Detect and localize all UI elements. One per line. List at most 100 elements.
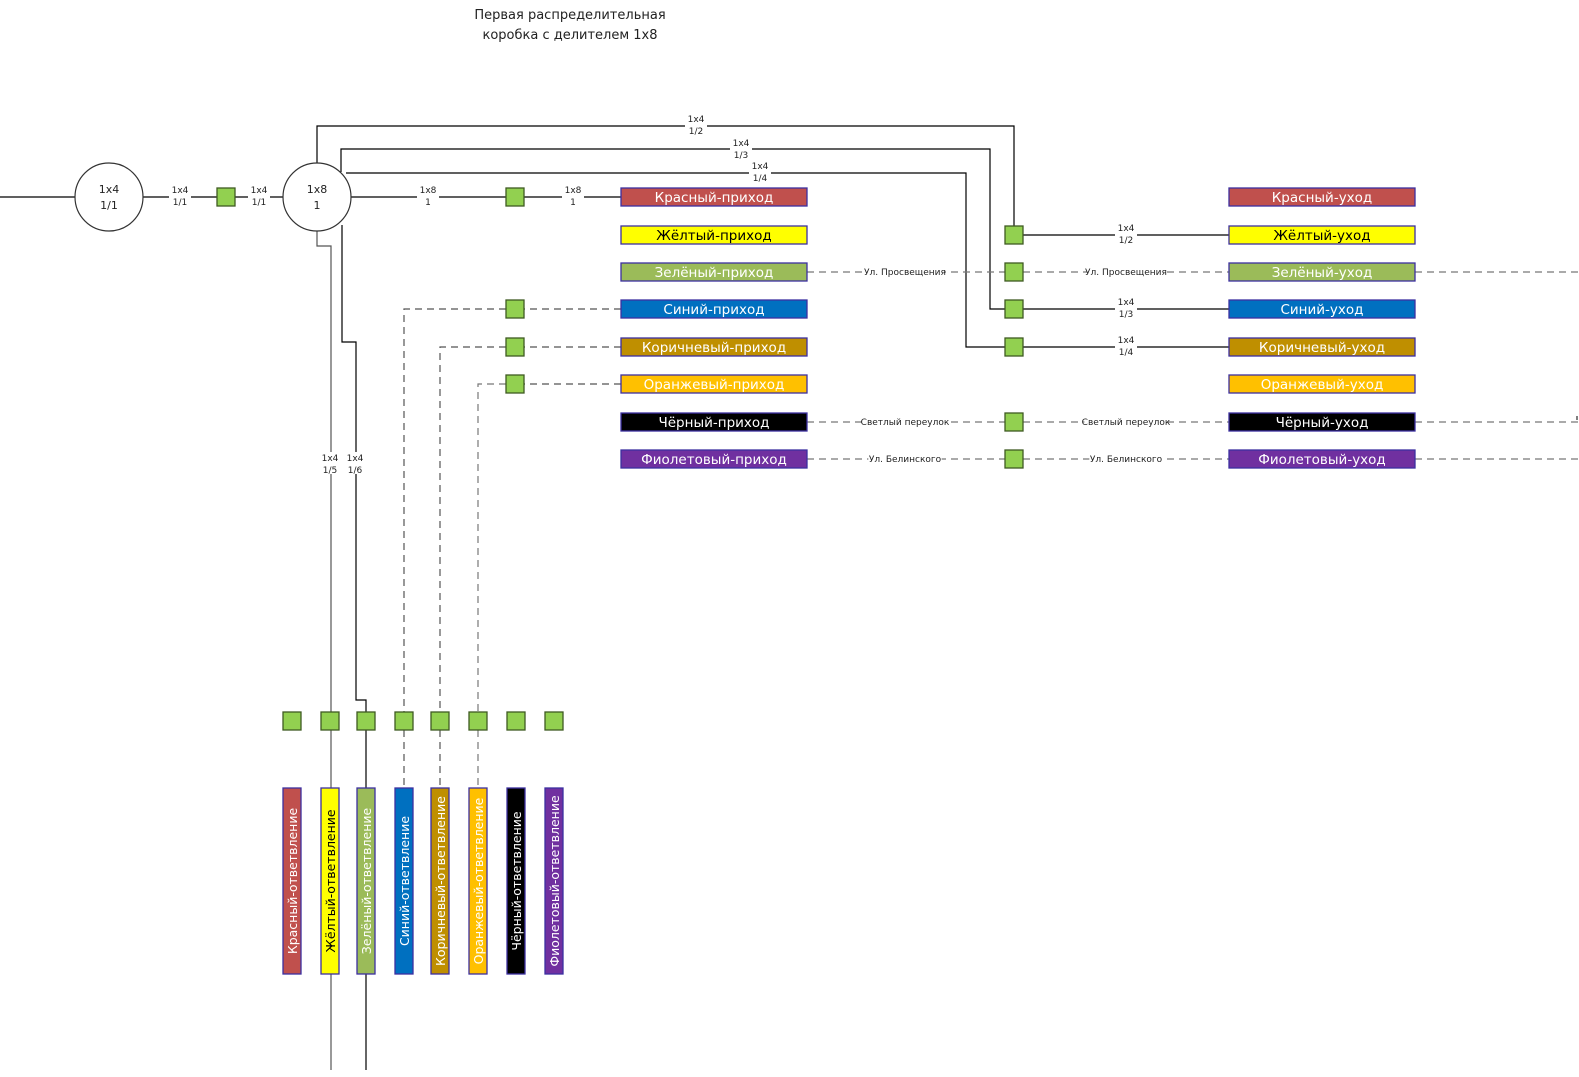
link-label-in-a-bg [169,184,191,206]
street-label-green-right-bg [1086,267,1166,279]
incoming-fiber-2-fill [620,262,808,282]
splice-connector-mid-4[interactable] [1004,337,1024,357]
incoming-fiber-0[interactable]: Красный-приход [620,187,808,207]
outgoing-fiber-1-fill [1228,225,1416,245]
link-label-right-4-type: 1x4 [1118,336,1135,346]
splice-connector-mid-7[interactable] [1004,449,1024,469]
title-line-2: коробка с делителем 1х8 [482,28,658,43]
link-label-in-a-type: 1x4 [172,186,189,196]
outgoing-fiber-1[interactable]: Жёлтый-уход [1228,225,1416,245]
branch-fiber-5-label: Оранжевый-ответвление [471,797,486,964]
link-label-in-b-type: 1x4 [251,186,268,196]
splice-connector-mid-1[interactable] [1004,225,1024,245]
branch-fiber-4-label: Коричневый-ответвление [433,796,448,966]
incoming-fiber-6-label: Чёрный-приход [658,415,769,431]
orange-branch-dashed [477,383,506,712]
link-labels: 1x41/11x41/11x811x811x41/21x41/31x41/41x… [169,113,1171,476]
splice-connector-branch-6[interactable] [506,711,526,731]
street-label-violet-left-bg [868,454,942,466]
outgoing-fiber-5-fill [1228,374,1416,394]
cable-to-blue-out [340,148,1005,310]
incoming-fiber-0-label: Красный-приход [655,190,774,206]
link-label-right-4-bg [1115,334,1137,356]
link-label-out-b-port: 1 [570,198,576,208]
outgoing-fiber-5[interactable]: Оранжевый-уход [1228,374,1416,394]
branch-fiber-6[interactable]: Чёрный-ответвление [506,787,526,975]
outgoing-fiber-3-fill [1228,299,1416,319]
incoming-fiber-2-label: Зелёный-приход [655,265,774,281]
splice-connector-branch-4[interactable] [430,711,450,731]
outgoing-fiber-2[interactable]: Зелёный-уход [1228,262,1416,282]
branch-fiber-2-fill [356,787,376,975]
street-label-green-left-bg [865,267,945,279]
splice-connector-mid-6[interactable] [1004,412,1024,432]
incoming-fiber-1-fill [620,225,808,245]
cable-to-yellow-branch [316,231,332,712]
link-label-in-a-port: 1/1 [173,198,187,208]
incoming-fiber-3[interactable]: Синий-приход [620,299,808,319]
outgoing-fiber-7[interactable]: Фиолетовый-уход [1228,449,1416,469]
outgoing-fiber-4-fill [1228,337,1416,357]
splice-connector-feed[interactable] [216,187,236,207]
street-label-black-right: Светлый переулок [1082,418,1171,428]
street-label-violet-left: Ул. Белинского [869,455,942,465]
incoming-fiber-7-fill [620,449,808,469]
branch-fiber-5[interactable]: Оранжевый-ответвление [468,787,488,975]
incoming-fiber-7[interactable]: Фиолетовый-приход [620,449,808,469]
branch-fiber-3[interactable]: Синий-ответвление [394,787,414,975]
outgoing-fiber-3-label: Синий-уход [1280,302,1363,318]
outgoing-fiber-5-label: Оранжевый-уход [1261,377,1384,393]
link-label-down-5-type: 1x4 [322,454,339,464]
splice-connector-blue-in[interactable] [505,299,525,319]
splice-connector-brown-in[interactable] [505,337,525,357]
branch-fiber-0[interactable]: Красный-ответвление [282,787,302,975]
incoming-fiber-1[interactable]: Жёлтый-приход [620,225,808,245]
branch-fiber-2[interactable]: Зелёный-ответвление [356,787,376,975]
link-label-down-6-type: 1x4 [347,454,364,464]
link-label-top-2-type: 1x4 [688,115,705,125]
blue-branch-dashed [403,308,506,712]
splice-connector-orange-in[interactable] [505,374,525,394]
incoming-fiber-5[interactable]: Оранжевый-приход [620,374,808,394]
outgoing-fiber-6-fill [1228,412,1416,432]
branch-fiber-1-fill [320,787,340,975]
splice-connector-branch-2[interactable] [356,711,376,731]
splice-connector-branch-7[interactable] [544,711,564,731]
incoming-fiber-2[interactable]: Зелёный-приход [620,262,808,282]
splice-connector-mid-2[interactable] [1004,262,1024,282]
link-label-down-5-port: 1/5 [323,466,337,476]
street-label-black-left: Светлый переулок [861,418,950,428]
incoming-fiber-6[interactable]: Чёрный-приход [620,412,808,432]
outgoing-fiber-6-label: Чёрный-уход [1276,415,1369,431]
branch-fiber-7-fill [544,787,564,975]
link-label-in-b-port: 1/1 [252,198,266,208]
link-label-right-4-port: 1/4 [1119,348,1134,358]
link-label-out-a-type: 1x8 [420,186,437,196]
branch-fiber-2-label: Зелёный-ответвление [359,808,374,955]
link-label-out-b-bg [562,184,584,206]
outgoing-fiber-6[interactable]: Чёрный-уход [1228,412,1416,432]
incoming-fiber-7-label: Фиолетовый-приход [641,452,787,468]
splitter-1x8[interactable] [282,162,352,232]
cable-to-yellow-out [316,125,1015,226]
splice-connector-branch-3[interactable] [394,711,414,731]
branch-fiber-6-label: Чёрный-ответвление [509,811,524,950]
splice-connector-branch-1[interactable] [320,711,340,731]
outgoing-fiber-4[interactable]: Коричневый-уход [1228,337,1416,357]
incoming-fiber-3-label: Синий-приход [663,302,764,318]
splice-connector-branch-5[interactable] [468,711,488,731]
splice-connector-branch-0[interactable] [282,711,302,731]
link-label-out-a-port: 1 [425,198,431,208]
link-label-top-4-type: 1x4 [752,162,769,172]
splitter-1x4[interactable] [74,162,144,232]
splice-connector-mid-3[interactable] [1004,299,1024,319]
outgoing-fiber-2-label: Зелёный-уход [1272,265,1373,281]
street-label-green-right: Ул. Просвещения [1085,268,1167,278]
branch-fiber-7[interactable]: Фиолетовый-ответвление [544,787,564,975]
branch-fiber-1[interactable]: Жёлтый-ответвление [320,787,340,975]
splice-connector-red-in[interactable] [505,187,525,207]
branch-fiber-4[interactable]: Коричневый-ответвление [430,787,450,975]
outgoing-fiber-3[interactable]: Синий-уход [1228,299,1416,319]
outgoing-fiber-0[interactable]: Красный-уход [1228,187,1416,207]
incoming-fiber-4[interactable]: Коричневый-приход [620,337,808,357]
